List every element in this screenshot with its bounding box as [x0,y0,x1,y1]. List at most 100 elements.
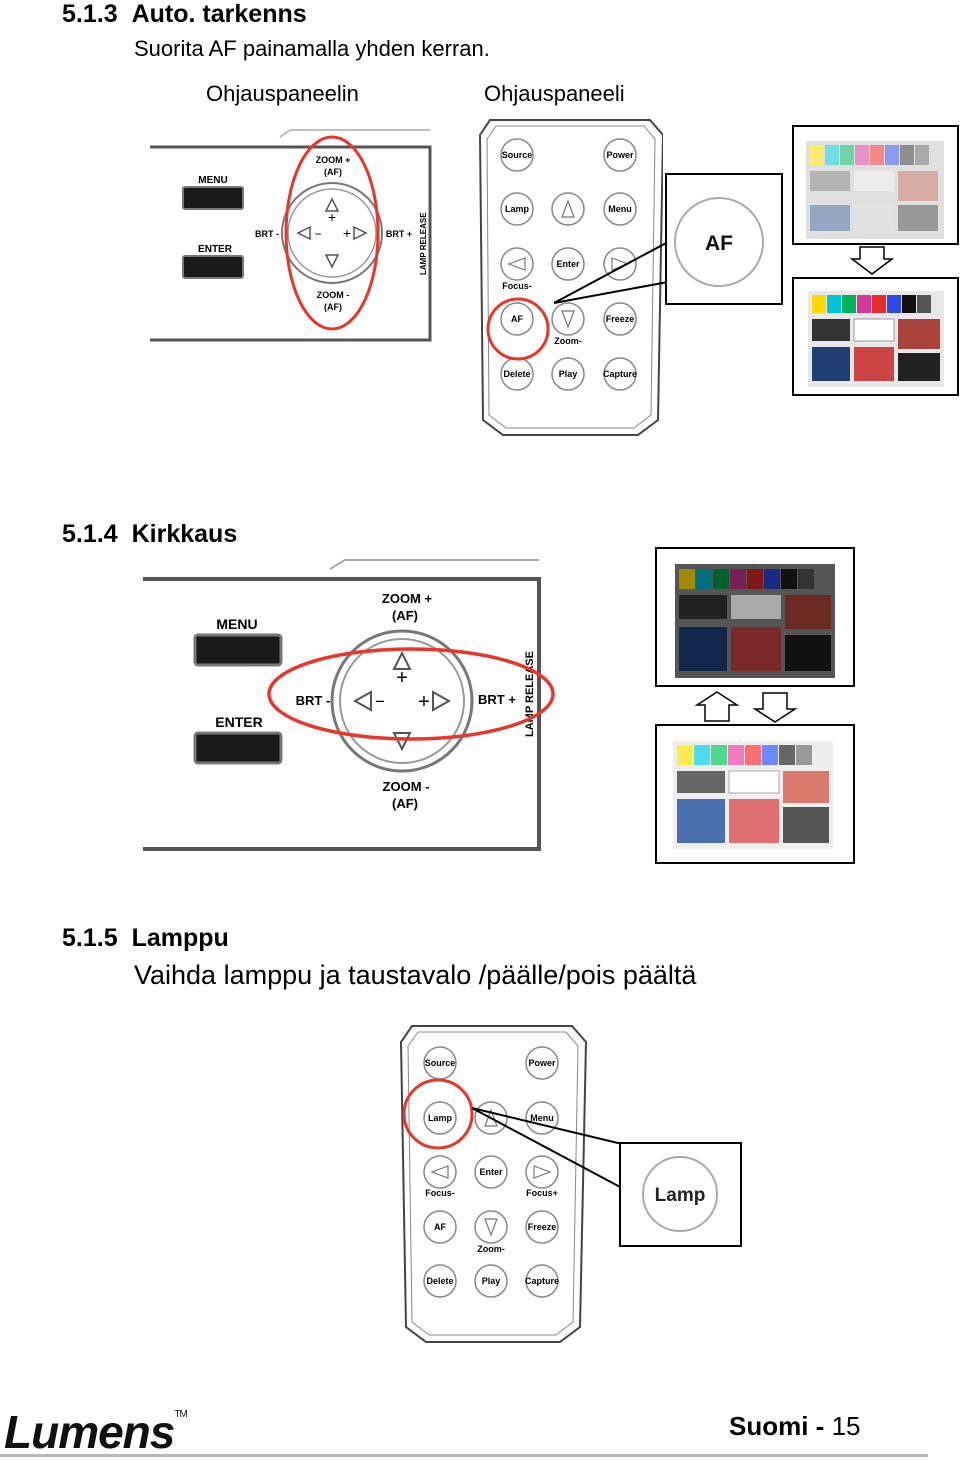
nav-dial[interactable] [281,182,383,284]
brightness-image-comparison [655,547,855,864]
up-arrow-icon [324,197,340,212]
down-button[interactable] [551,302,585,336]
focus-plus-button[interactable] [525,1155,559,1189]
lamp-button[interactable] [500,192,534,226]
zoom-minus-label: ZOOM - [317,290,350,300]
af-callout: AF [553,173,783,305]
menu-label: MENU [216,616,257,632]
highlight-circle [402,1078,474,1150]
af-button[interactable] [500,302,534,336]
af-button[interactable] [423,1210,457,1244]
highlight-circle [486,297,550,361]
freeze-button[interactable] [603,302,637,336]
svg-text:Capture: Capture [525,1276,559,1286]
section-number: 5.1.3 [62,0,118,28]
svg-text:−: − [314,227,321,241]
capture-button[interactable] [603,357,637,391]
power-button[interactable] [525,1046,559,1080]
left-arrow-icon [296,225,311,241]
svg-text:+: + [328,209,336,225]
bright-image [673,741,833,849]
blurry-image [806,141,944,239]
remote-control-illustration: Source Power Lamp Menu Focus- Enter AF Z… [478,119,663,436]
svg-text:Focus-: Focus- [425,1188,455,1198]
af-label-top: (AF) [324,167,342,177]
enter-button[interactable] [474,1155,508,1189]
play-button[interactable] [551,357,585,391]
svg-text:AF: AF [434,1222,446,1232]
enter-label: ENTER [215,714,262,730]
af-label-bottom: (AF) [392,796,418,811]
enter-button[interactable] [551,247,585,281]
svg-text:Zoom-: Zoom- [554,336,582,346]
play-button[interactable] [474,1264,508,1298]
svg-text:Source: Source [502,150,533,160]
lamp-button[interactable] [423,1101,457,1135]
down-arrow-icon [561,310,575,329]
af-callout-button [674,197,764,287]
brt-minus-label: BRT - [255,229,279,239]
zoom-plus-label: ZOOM + [316,155,351,165]
freeze-button[interactable] [525,1210,559,1244]
projected-image-comparison [792,125,959,396]
right-arrow-icon [533,1165,552,1179]
af-label-top: (AF) [392,608,418,623]
svg-text:Freeze: Freeze [606,314,635,324]
left-arrow-icon [352,690,372,712]
page-number: Suomi - 15 [729,1411,861,1441]
menu-button[interactable] [603,192,637,226]
svg-text:Menu: Menu [608,204,632,214]
menu-button[interactable] [182,186,244,210]
up-arrow-icon [392,650,412,670]
delete-button[interactable] [423,1264,457,1298]
section-number: 5.1.4 [62,520,118,548]
svg-text:Zoom-: Zoom- [477,1244,505,1254]
control-panel-illustration-brightness: MENU ENTER ZOOM + (AF) ZOOM - (AF) BRT -… [143,559,555,851]
svg-text:Lamp: Lamp [505,204,530,214]
menu-button[interactable] [193,633,283,667]
focus-minus-button[interactable] [500,247,534,281]
caption-remote-control: Ohjauspaneeli [484,81,625,106]
svg-text:Freeze: Freeze [528,1222,557,1232]
down-arrow-icon [392,732,412,752]
svg-text:Enter: Enter [479,1167,503,1177]
power-button[interactable] [603,138,637,172]
svg-text:Play: Play [559,369,578,379]
enter-button[interactable] [193,731,283,765]
af-label-bottom: (AF) [324,302,342,312]
nav-dial[interactable] [330,629,474,773]
zoom-minus-label: ZOOM - [383,779,430,794]
svg-text:Enter: Enter [556,259,580,269]
svg-text:+: + [343,225,351,241]
menu-label: MENU [198,175,227,186]
enter-button[interactable] [182,255,244,279]
highlight-ellipse [267,647,555,741]
section-number: 5.1.5 [62,924,118,952]
focus-minus-button[interactable] [423,1155,457,1189]
section-description: Suorita AF painamalla yhden kerran. [134,36,490,61]
up-button[interactable] [551,192,585,226]
control-panel-illustration: MENU ENTER ZOOM + (AF) ZOOM - (AF) BRT -… [150,129,432,342]
down-arrow-icon [484,1218,498,1237]
down-button[interactable] [474,1210,508,1244]
svg-text:Menu: Menu [530,1113,554,1123]
footer-divider [0,1454,928,1457]
dark-image [675,564,835,678]
capture-button[interactable] [525,1264,559,1298]
lumens-logo: LumensTM [4,1406,188,1458]
enter-label: ENTER [198,244,233,255]
left-arrow-icon [430,1165,449,1179]
svg-text:AF: AF [511,314,523,324]
up-arrow-icon [694,691,740,722]
source-button[interactable] [500,138,534,172]
svg-text:−: − [375,692,385,711]
brt-minus-label: BRT - [296,693,331,708]
svg-text:AF: AF [705,232,733,255]
brt-plus-label: BRT + [478,692,516,707]
svg-text:Source: Source [425,1058,456,1068]
svg-text:Delete: Delete [426,1276,453,1286]
lamp-callout: Lamp [471,1107,742,1247]
svg-text:Focus-: Focus- [502,281,532,291]
